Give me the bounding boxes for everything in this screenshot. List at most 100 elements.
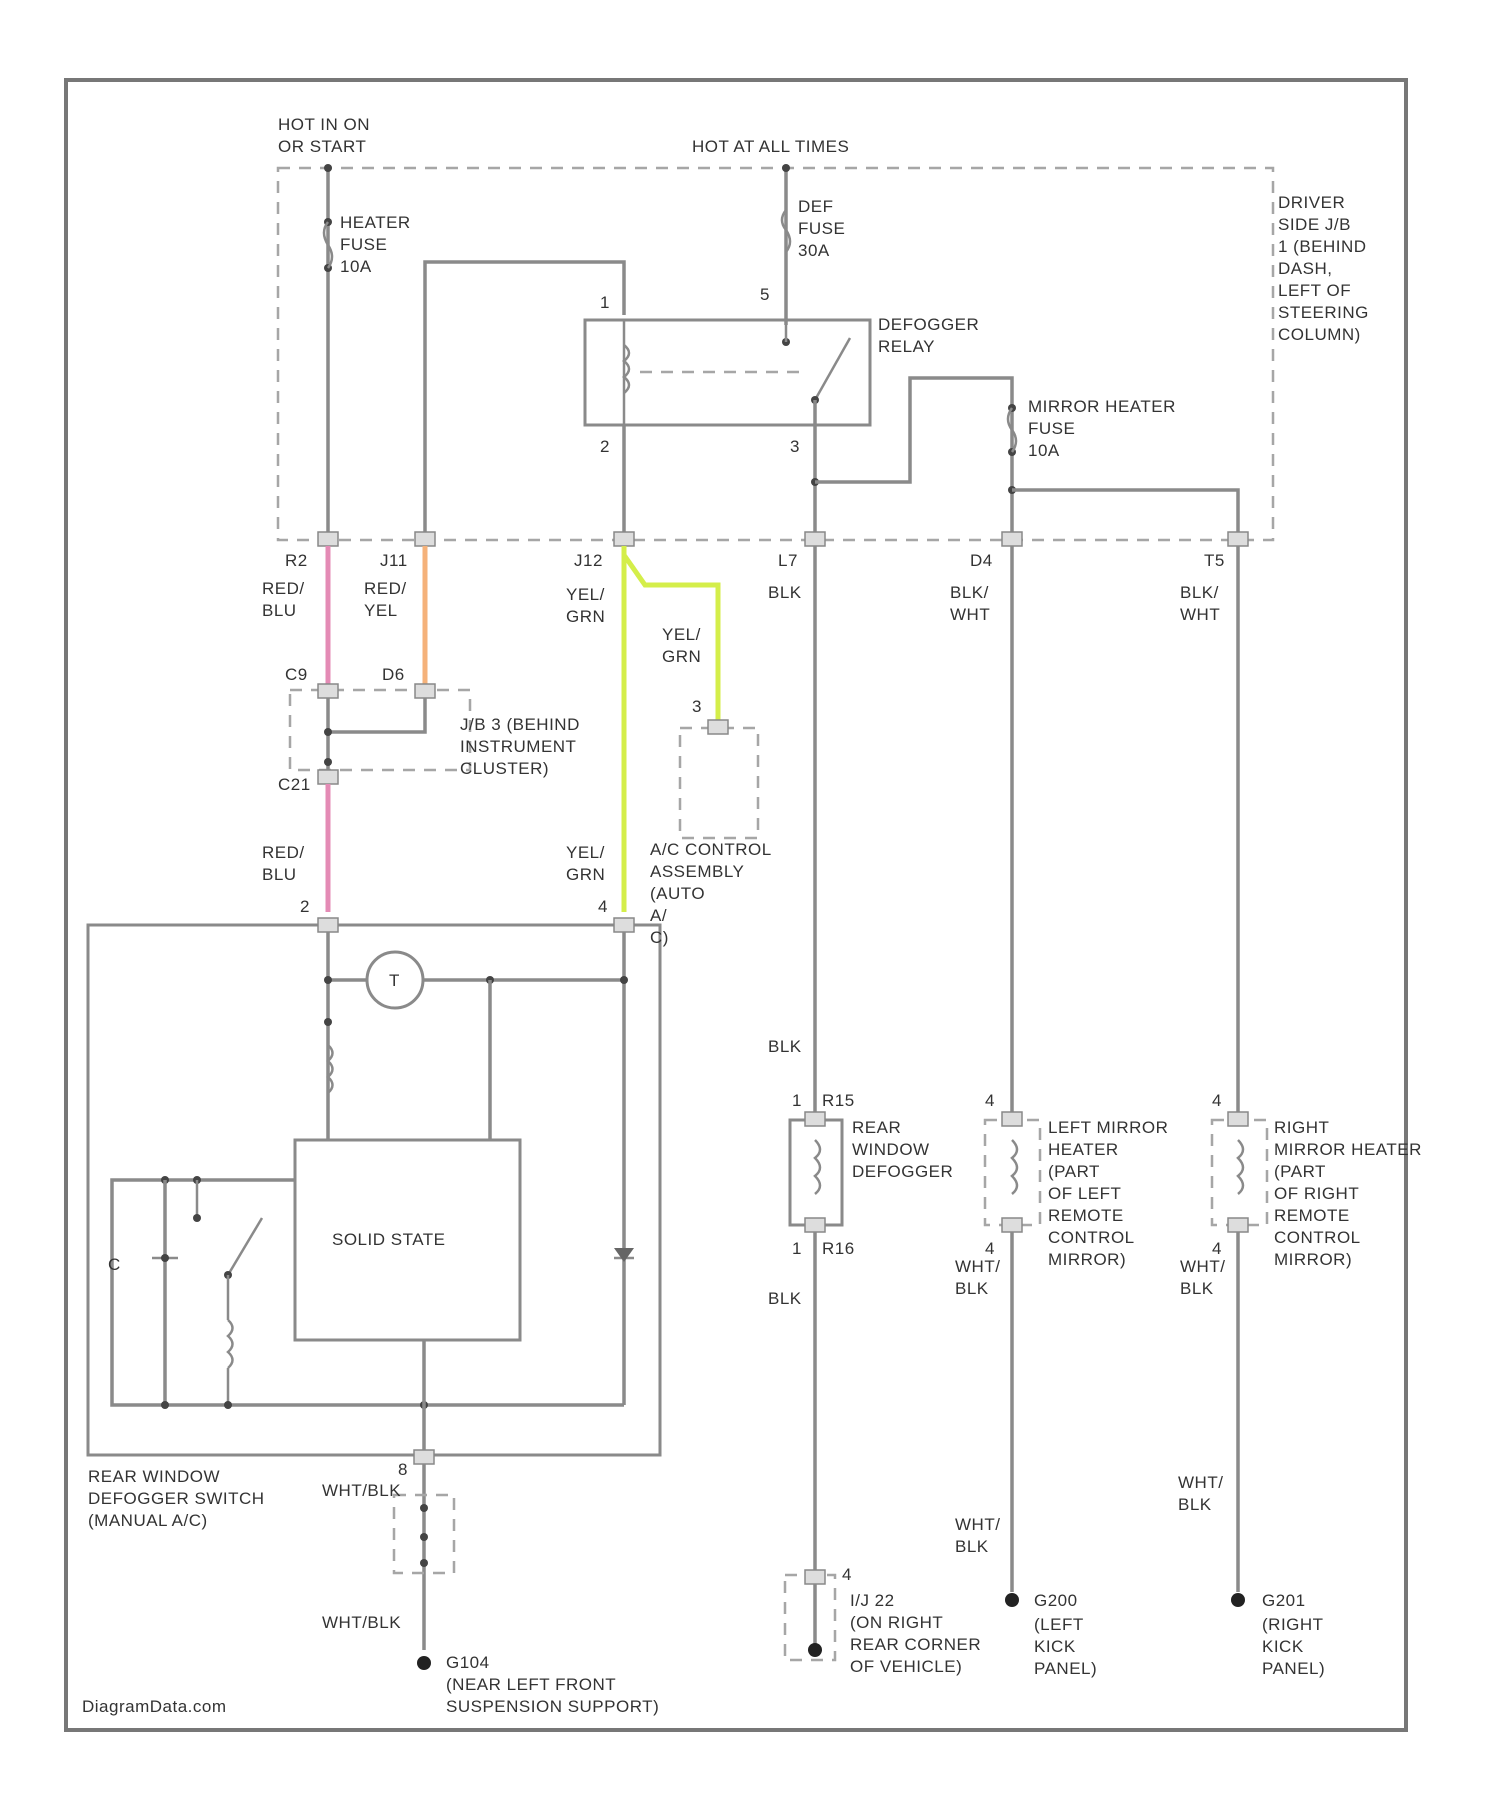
switch-label-line-1: REAR WINDOW bbox=[88, 1467, 220, 1486]
wire-label-red-blu-2-line-1: RED/ bbox=[262, 843, 305, 862]
wire-label-wht-blk-inline-1: WHT/BLK bbox=[322, 1481, 401, 1500]
jb-pin-l7: L7 bbox=[778, 551, 798, 570]
left-mirror-label-line-7: MIRROR) bbox=[1048, 1250, 1126, 1269]
wire-label-red-blu-2-line-2: BLU bbox=[262, 865, 297, 884]
right-mirror-label-line-1: RIGHT bbox=[1274, 1118, 1329, 1137]
ground-g201-id: G201 bbox=[1262, 1591, 1306, 1610]
switch-label-line-3: (MANUAL A/C) bbox=[88, 1511, 208, 1530]
jb-pin-j12: J12 bbox=[574, 551, 603, 570]
defogger-label-line-1: REAR bbox=[852, 1118, 901, 1137]
relay-label-line-2: RELAY bbox=[878, 337, 935, 356]
driver-jb-label-line-6: STEERING bbox=[1278, 303, 1369, 322]
ac-control-box bbox=[680, 728, 758, 838]
relay-pin-3: 3 bbox=[790, 437, 800, 456]
def-fuse-label-line-3: 30A bbox=[798, 241, 830, 260]
mirror-fuse-label-line-2: FUSE bbox=[1028, 419, 1075, 438]
defogger-label-line-2: WINDOW bbox=[852, 1140, 930, 1159]
wire-label-blk-wht-2-line-1: BLK/ bbox=[1180, 583, 1219, 602]
left-mirror-label-line-1: LEFT MIRROR bbox=[1048, 1118, 1168, 1137]
capacitor-label: C bbox=[108, 1255, 121, 1274]
right-mirror-label-line-5: REMOTE bbox=[1274, 1206, 1350, 1225]
jb-pin-d4: D4 bbox=[970, 551, 993, 570]
jb3-label-line-2: INSTRUMENT bbox=[460, 737, 576, 756]
wire-label-wht-blk-1-line-2: BLK bbox=[955, 1279, 989, 1298]
relay-pin-2: 2 bbox=[600, 437, 610, 456]
ac-pin: 3 bbox=[692, 697, 702, 716]
jb-pin-j11: J11 bbox=[380, 551, 408, 570]
wire-label-wht-blk-3-line-1: WHT/ bbox=[1180, 1257, 1225, 1276]
left-mirror-label-line-5: REMOTE bbox=[1048, 1206, 1124, 1225]
wire-label-blk-wht-1-line-2: WHT bbox=[950, 605, 990, 624]
left-mirror-heater-box bbox=[985, 1120, 1040, 1225]
right-mirror-label-line-2: MIRROR HEATER bbox=[1274, 1140, 1422, 1159]
driver-jb-label-line-3: 1 (BEHIND bbox=[1278, 237, 1367, 256]
ac-control-label-line-1: A/C CONTROL bbox=[650, 840, 772, 859]
ground-g200-loc-line-1: (LEFT bbox=[1034, 1615, 1084, 1634]
solid-state-label: SOLID STATE bbox=[332, 1230, 446, 1249]
relay-label-line-1: DEFOGGER bbox=[878, 315, 979, 334]
heater-fuse-label-line-1: HEATER bbox=[340, 213, 411, 232]
timer-symbol-label: T bbox=[389, 971, 400, 990]
driver-side-jb-box bbox=[278, 168, 1273, 540]
relay-pin-5: 5 bbox=[760, 285, 770, 304]
right-mirror-label-line-7: MIRROR) bbox=[1274, 1250, 1352, 1269]
left-mirror-label-line-3: (PART bbox=[1048, 1162, 1100, 1181]
ground-g200-loc-line-2: KICK bbox=[1034, 1637, 1076, 1656]
jb-pin-r2: R2 bbox=[285, 551, 308, 570]
jb3-pin-d6: D6 bbox=[382, 665, 405, 684]
right-mirror-pin-top: 4 bbox=[1212, 1091, 1222, 1110]
defogger-pin-top: 1 bbox=[792, 1091, 802, 1110]
driver-jb-label-line-5: LEFT OF bbox=[1278, 281, 1351, 300]
wire-label-yel-grn-1-line-2: GRN bbox=[566, 607, 605, 626]
wire-label-wht-blk-2-line-2: BLK bbox=[955, 1537, 989, 1556]
mirror-fuse-label-line-3: 10A bbox=[1028, 441, 1060, 460]
ground-g104-loc-line-1: (NEAR LEFT FRONT bbox=[446, 1675, 616, 1694]
wire-label-blk-1: BLK bbox=[768, 583, 802, 602]
right-mirror-label-line-3: (PART bbox=[1274, 1162, 1326, 1181]
ground-g201-loc-line-3: PANEL) bbox=[1262, 1659, 1325, 1678]
momentary-switch-contact bbox=[228, 1218, 262, 1275]
left-mirror-label-line-2: HEATER bbox=[1048, 1140, 1119, 1159]
wire-mirror-fuse-feed bbox=[815, 378, 1012, 540]
jb-pin-t5: T5 bbox=[1204, 551, 1225, 570]
right-mirror-heater-box bbox=[1212, 1120, 1267, 1225]
ground-g104-id: G104 bbox=[446, 1653, 490, 1672]
switch-pin-2: 2 bbox=[300, 897, 310, 916]
heater-fuse-label-line-2: FUSE bbox=[340, 235, 387, 254]
wire-relay-coil-feed bbox=[425, 262, 624, 540]
jb3-pin-c9: C9 bbox=[285, 665, 308, 684]
mirror-fuse-label-line-1: MIRROR HEATER bbox=[1028, 397, 1176, 416]
wire-label-red-yel-line-1: RED/ bbox=[364, 579, 407, 598]
ground-g200-loc-line-3: PANEL) bbox=[1034, 1659, 1097, 1678]
relay-pin-1: 1 bbox=[600, 293, 610, 312]
ac-control-label-line-2: ASSEMBLY bbox=[650, 862, 744, 881]
left-mirror-pin-top: 4 bbox=[985, 1091, 995, 1110]
defogger-label-line-3: DEFOGGER bbox=[852, 1162, 953, 1181]
driver-jb-label-line-1: DRIVER bbox=[1278, 193, 1345, 212]
ground-ij-label-line-1: I/J 22 bbox=[850, 1591, 895, 1610]
def-fuse-label-line-1: DEF bbox=[798, 197, 834, 216]
wire-label-wht-blk-1-line-1: WHT/ bbox=[955, 1257, 1000, 1276]
wire-label-blk-wht-1-line-1: BLK/ bbox=[950, 583, 989, 602]
wire-label-yel-grn-2-line-2: GRN bbox=[662, 647, 701, 666]
ground-g201-loc-line-2: KICK bbox=[1262, 1637, 1304, 1656]
wire-label-wht-blk-2-line-1: WHT/ bbox=[955, 1515, 1000, 1534]
power-label-line-2: OR START bbox=[278, 137, 366, 156]
left-mirror-pin-bot: 4 bbox=[985, 1239, 995, 1258]
jb3-box bbox=[290, 690, 470, 770]
wire-label-wht-blk-4-line-1: WHT/ bbox=[1178, 1473, 1223, 1492]
wire-label-yel-grn-1-line-1: YEL/ bbox=[566, 585, 605, 604]
def-fuse-label-line-2: FUSE bbox=[798, 219, 845, 238]
jb3-label-line-3: CLUSTER) bbox=[460, 759, 549, 778]
ground-g104-loc-line-2: SUSPENSION SUPPORT) bbox=[446, 1697, 659, 1716]
defogger-pin-bot: 1 bbox=[792, 1239, 802, 1258]
wire-label-yel-grn-3-line-2: GRN bbox=[566, 865, 605, 884]
ac-control-label-line-3: (AUTO bbox=[650, 884, 705, 903]
ac-control-label-line-4: A/ bbox=[650, 906, 667, 925]
wire-label-yel-grn-3-line-1: YEL/ bbox=[566, 843, 605, 862]
watermark: DiagramData.com bbox=[82, 1697, 227, 1716]
ground-g201-loc-line-1: (RIGHT bbox=[1262, 1615, 1324, 1634]
wire-label-wht-blk-4-line-2: BLK bbox=[1178, 1495, 1212, 1514]
